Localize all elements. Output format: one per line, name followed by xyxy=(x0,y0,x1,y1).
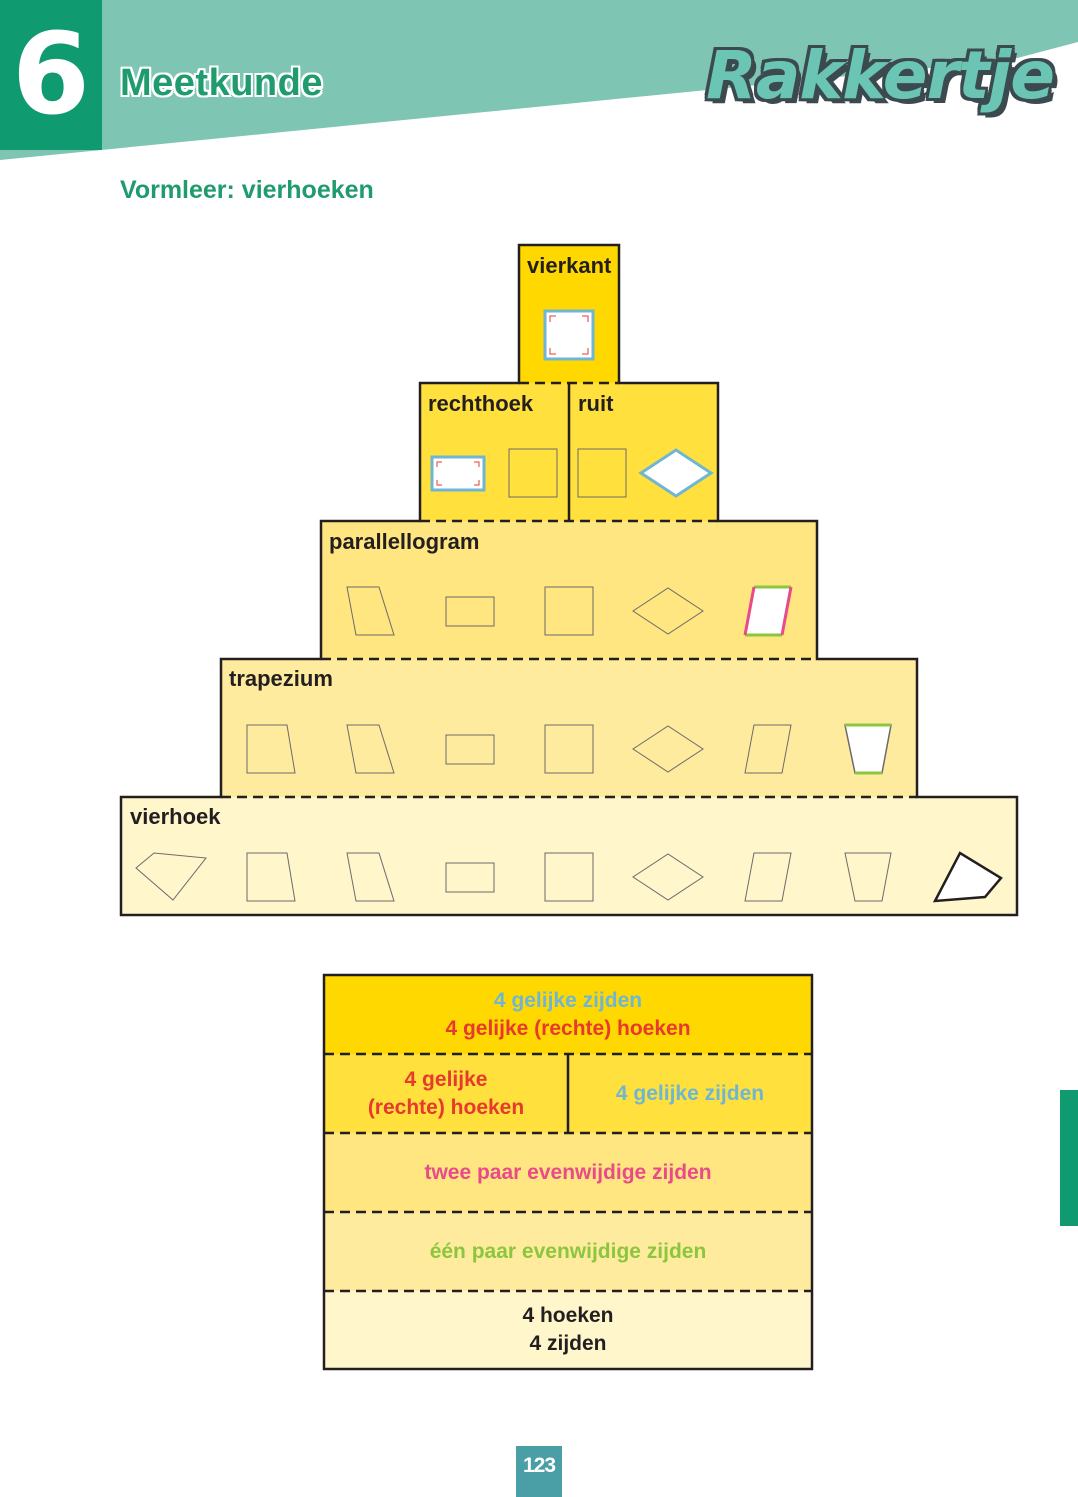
prop-square-angles: 4 gelijke (rechte) hoeken xyxy=(445,1016,691,1040)
slanted-parallelogram-icon xyxy=(744,724,792,774)
header-band xyxy=(0,0,1078,160)
prop-rectangle-line2: (rechte) hoeken xyxy=(367,1095,525,1119)
prop-square-sides: 4 gelijke zijden xyxy=(493,988,643,1012)
prop-trapezium-text: één paar evenwijdige zijden xyxy=(429,1239,707,1263)
square-icon xyxy=(543,309,595,361)
label-vierkant: vierkant xyxy=(527,253,612,278)
prop-rectangle: 4 gelijke (rechte) hoeken xyxy=(324,1054,568,1133)
prop-quadrilateral-sides: 4 zijden xyxy=(529,1332,607,1355)
inverted-trapezoid-icon xyxy=(844,723,892,775)
rectangle-icon xyxy=(445,596,495,627)
square-icon xyxy=(577,448,627,498)
rhombus-icon xyxy=(632,587,704,635)
label-vierhoek: vierhoek xyxy=(130,804,221,829)
slanted-parallelogram-icon xyxy=(744,852,792,902)
square-icon xyxy=(544,586,594,636)
kite-icon xyxy=(135,852,207,901)
chapter-number: 6 xyxy=(12,10,90,140)
properties-table xyxy=(322,973,814,1371)
prop-parallelogram-text: twee paar evenwijdige zijden xyxy=(424,1160,712,1184)
label-parallellogram: parallellogram xyxy=(329,529,480,554)
prop-rhombus: 4 gelijke zijden xyxy=(568,1054,812,1133)
parallelogram-icon xyxy=(346,852,395,902)
label-trapezium: trapezium xyxy=(229,666,333,691)
prop-quadrilateral: 4 hoeken 4 zijden xyxy=(324,1291,812,1369)
rhombus-icon xyxy=(632,725,704,773)
parallelogram-icon xyxy=(346,586,395,636)
slanted-parallelogram-icon xyxy=(743,585,793,637)
section-title: Vormleer: vierhoeken xyxy=(120,176,374,204)
prop-square: 4 gelijke zijden 4 gelijke (rechte) hoek… xyxy=(324,975,812,1054)
chapter-title: Meetkunde xyxy=(120,62,323,104)
label-rechthoek: rechthoek xyxy=(428,391,534,416)
prop-rectangle-line1: 4 gelijke xyxy=(404,1067,488,1091)
square-icon xyxy=(544,724,594,774)
logo: Rakkertje xyxy=(706,37,1055,114)
prop-parallelogram: twee paar evenwijdige zijden xyxy=(324,1133,812,1212)
trapezoid-icon xyxy=(246,852,296,902)
rectangle-icon xyxy=(445,734,495,765)
prop-quadrilateral-angles: 4 hoeken xyxy=(522,1304,614,1327)
rhombus-icon xyxy=(632,853,704,901)
square-icon xyxy=(508,448,558,498)
rectangle-icon xyxy=(430,455,486,492)
side-tab xyxy=(1060,1090,1078,1226)
trapezoid-icon xyxy=(246,724,296,774)
rhombus-icon xyxy=(638,448,714,498)
prop-rhombus-text: 4 gelijke zijden xyxy=(615,1081,765,1105)
irregular-quadrilateral-icon xyxy=(932,851,1003,903)
rectangle-icon xyxy=(445,862,495,893)
parallelogram-icon xyxy=(346,724,395,774)
page-number: 123 xyxy=(516,1446,562,1497)
label-ruit: ruit xyxy=(578,391,614,416)
square-icon xyxy=(544,852,594,902)
quadrilateral-pyramid xyxy=(119,243,1019,917)
prop-trapezium: één paar evenwijdige zijden xyxy=(324,1212,812,1291)
inverted-trapezoid-icon xyxy=(844,852,892,902)
